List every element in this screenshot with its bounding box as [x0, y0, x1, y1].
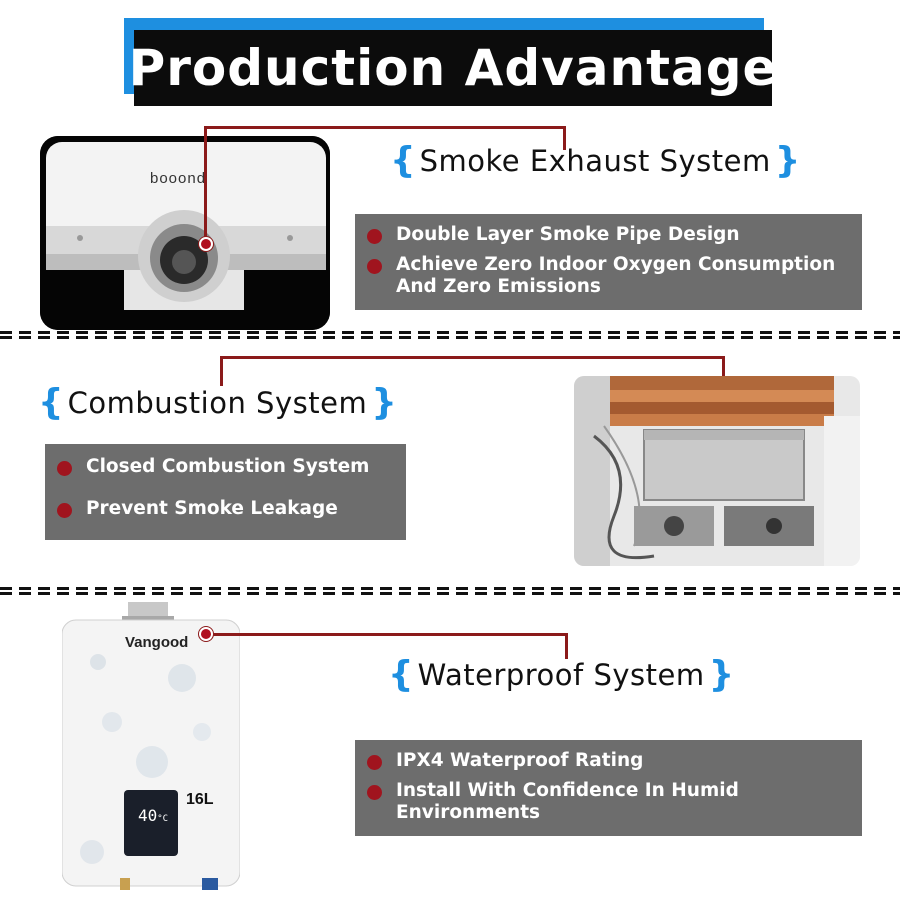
brace-left-icon: { [390, 140, 416, 181]
heading-text: Waterproof System [417, 657, 705, 692]
section-heading-waterproof: { Waterproof System } [388, 654, 734, 695]
bullet-item: Closed Combustion System [57, 456, 396, 478]
bullet-item: Double Layer Smoke Pipe Design [367, 224, 852, 246]
connector-line [204, 126, 207, 246]
heater-brand: Vangood [125, 634, 189, 651]
connector-pin [199, 627, 213, 641]
bullet-dot-icon [367, 755, 382, 770]
bullet-text: IPX4 Waterproof Rating [396, 750, 644, 771]
bullet-text: Install With Confidence In Humid Environ… [396, 780, 739, 823]
bullet-text: Double Layer Smoke Pipe Design [396, 224, 740, 245]
bullet-dot-icon [367, 229, 382, 244]
section-divider [0, 331, 900, 339]
bullet-box-waterproof: IPX4 Waterproof Rating Install With Conf… [355, 740, 862, 836]
heater-capacity: 16L [186, 791, 214, 808]
connector-line [220, 356, 725, 359]
brace-right-icon: } [774, 140, 801, 181]
bullet-box-combustion: Closed Combustion System Prevent Smoke L… [45, 444, 406, 540]
combustion-image [574, 376, 860, 566]
connector-line [220, 356, 223, 386]
bullet-text: Prevent Smoke Leakage [86, 498, 338, 519]
water-heater-image [62, 602, 240, 892]
bullet-dot-icon [367, 259, 382, 274]
bullet-text: Closed Combustion System [86, 456, 370, 477]
brace-left-icon: { [38, 382, 64, 423]
connector-line [206, 633, 568, 636]
bullet-item: IPX4 Waterproof Rating [367, 750, 852, 772]
smoke-unit-brand: booond [150, 170, 207, 187]
bullet-dot-icon [57, 503, 72, 518]
brace-right-icon: } [371, 382, 397, 423]
bullet-text: Achieve Zero Indoor Oxygen Consumption A… [396, 254, 836, 297]
connector-line [204, 126, 566, 129]
connector-line [563, 126, 566, 150]
brace-left-icon: { [388, 654, 414, 695]
bullet-item: Install With Confidence In Humid Environ… [367, 780, 852, 824]
heading-text: Smoke Exhaust System [419, 143, 771, 178]
heading-text: Combustion System [67, 385, 368, 420]
bullet-item: Prevent Smoke Leakage [57, 498, 396, 520]
connector-line [565, 633, 568, 659]
page-title: Production Advantage [128, 39, 778, 97]
section-heading-smoke: { Smoke Exhaust System } [390, 140, 800, 181]
bullet-box-smoke: Double Layer Smoke Pipe Design Achieve Z… [355, 214, 862, 310]
title-banner: Production Advantage [129, 30, 776, 106]
connector-pin [199, 237, 213, 251]
smoke-exhaust-image [40, 136, 330, 330]
brace-right-icon: } [708, 654, 735, 695]
section-heading-combustion: { Combustion System } [38, 382, 397, 423]
bullet-item: Achieve Zero Indoor Oxygen Consumption A… [367, 254, 852, 298]
display-temperature: 40 [138, 806, 158, 825]
display-unit: °C [157, 814, 169, 824]
bullet-dot-icon [57, 461, 72, 476]
heater-display-value: 40°C [138, 806, 168, 825]
bullet-dot-icon [367, 785, 382, 800]
section-divider [0, 587, 900, 595]
